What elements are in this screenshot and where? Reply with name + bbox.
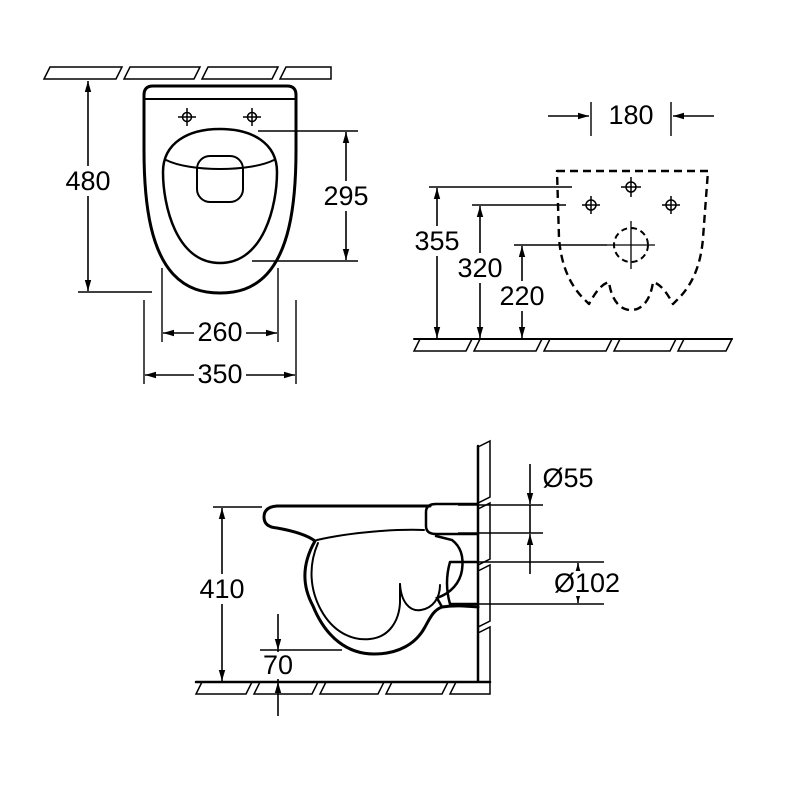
rim-inner-line: [316, 528, 425, 541]
dim-label-295: 295: [323, 181, 368, 211]
label-mask: [454, 253, 506, 283]
rear-view: 180 355 320 220: [411, 100, 734, 352]
bowl-sump: [196, 155, 244, 203]
flush-connector: [424, 502, 480, 536]
dim-180: 180: [548, 100, 714, 136]
dim-102: Ø102: [468, 561, 625, 605]
trap-outer: [434, 534, 464, 609]
bowl-shelf-arc: [165, 159, 275, 170]
hinge-marker-right-icon: [243, 108, 261, 126]
label-mask: [259, 652, 297, 679]
trap-inner-section: [399, 583, 441, 612]
dim-55: Ø55: [458, 463, 594, 574]
wall-hatch-top: [42, 66, 332, 80]
side-view: 410 70 Ø55 Ø102: [194, 439, 625, 716]
dim-70: 70: [259, 614, 342, 716]
dim-355: 355: [411, 186, 572, 338]
dim-label-260: 260: [197, 317, 242, 347]
dim-320: 320: [454, 204, 566, 338]
dim-label-dia55: Ø55: [542, 463, 593, 493]
dim-label-320: 320: [457, 253, 502, 283]
label-mask: [411, 226, 463, 256]
dim-410: 410: [196, 506, 262, 681]
label-mask: [194, 360, 246, 389]
dim-480: 480: [62, 81, 152, 293]
body-underside-rear: [440, 604, 480, 609]
dim-label-220: 220: [499, 281, 544, 311]
top-view: 480 295 260 350: [42, 66, 372, 389]
bowl-outline-top: [161, 127, 279, 265]
body-underside: [303, 539, 444, 656]
label-mask: [496, 281, 548, 311]
dim-295: 295: [252, 130, 372, 262]
mounting-outline-dashed: [555, 169, 710, 312]
fixing-hole-top-icon: [621, 177, 641, 197]
label-mask: [194, 318, 246, 347]
dim-220: 220: [496, 244, 607, 338]
label-mask: [549, 571, 625, 596]
bowl-inner-section: [310, 542, 401, 641]
dim-label-dia102: Ø102: [554, 568, 620, 598]
fixing-hole-right-icon: [662, 196, 680, 214]
dim-label-180: 180: [608, 100, 653, 130]
floor-hatch-side: [194, 681, 491, 695]
hinge-marker-left-icon: [178, 108, 196, 126]
dim-label-350: 350: [197, 359, 242, 389]
dim-350: 350: [143, 300, 297, 389]
fixing-hole-left-icon: [582, 196, 600, 214]
floor-hatch-rear: [412, 338, 734, 352]
dim-label-480: 480: [65, 166, 110, 196]
dim-label-410: 410: [199, 574, 244, 604]
dim-260: 260: [161, 268, 279, 347]
seat-profile: [262, 504, 432, 543]
dim-label-355: 355: [414, 226, 459, 256]
label-mask: [320, 181, 372, 211]
dim-label-70: 70: [263, 650, 293, 680]
label-mask: [196, 574, 248, 604]
label-mask: [62, 166, 114, 196]
outlet-hole-icon: [607, 221, 655, 269]
